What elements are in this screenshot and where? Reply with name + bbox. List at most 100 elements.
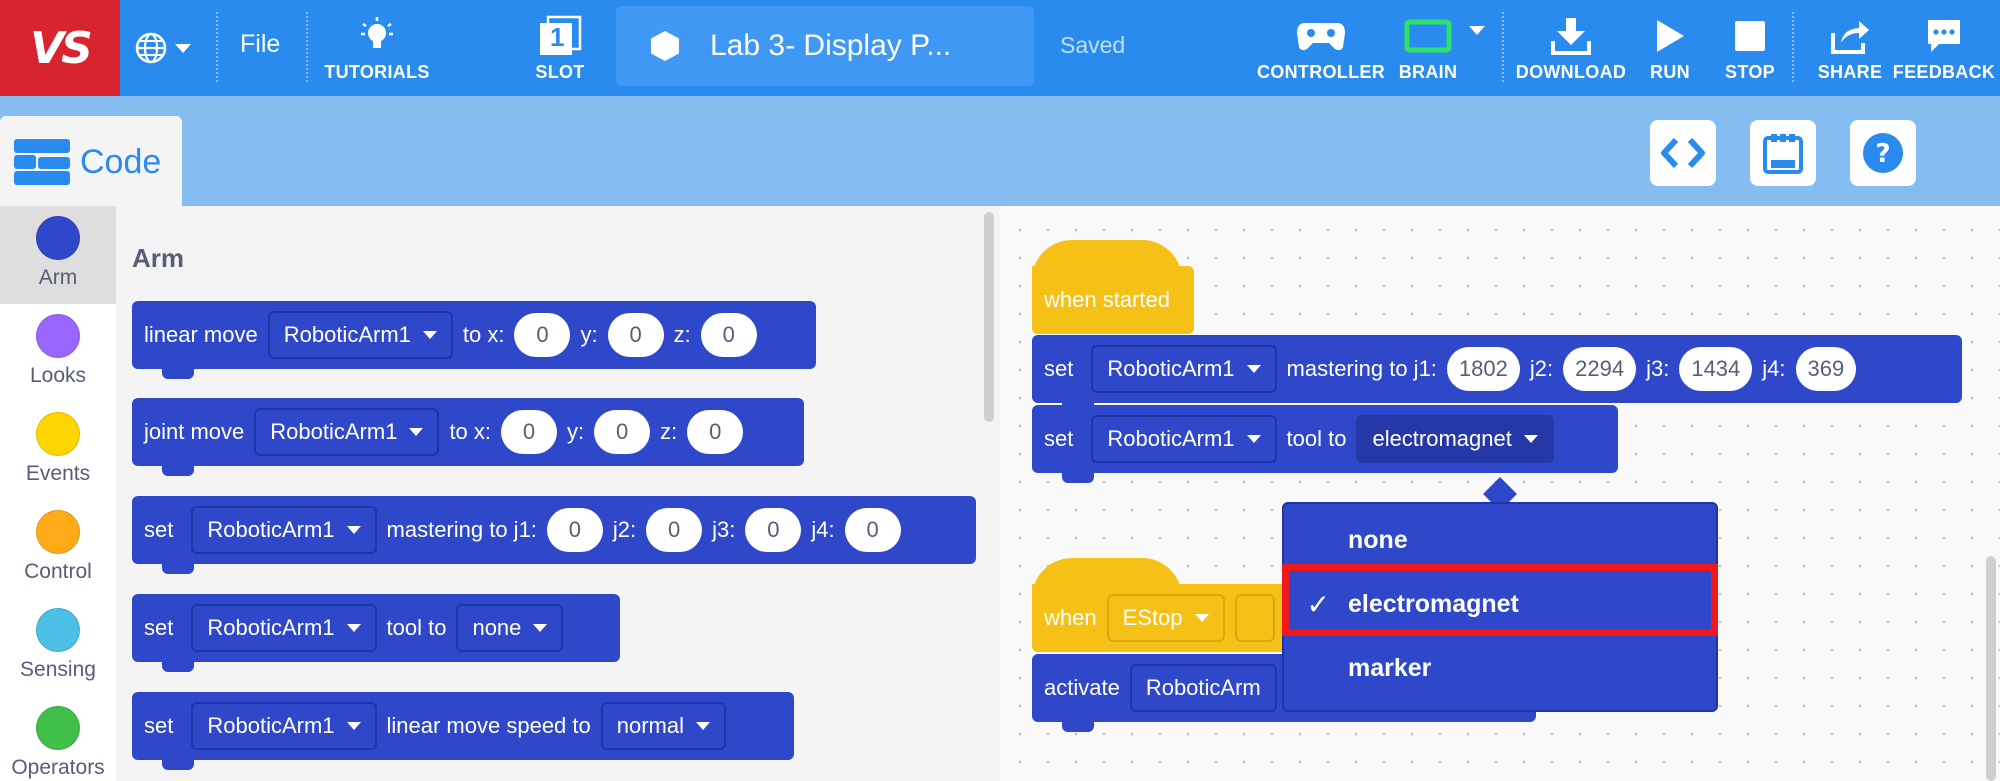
menu-option-electromagnet[interactable]: ✓ electromagnet — [1284, 574, 1716, 634]
block-text: y: — [580, 322, 598, 347]
category-arm[interactable]: Arm — [0, 206, 116, 304]
category-dot — [36, 216, 80, 260]
slot-label: SLOT — [535, 61, 585, 82]
j3-input[interactable]: 0 — [745, 508, 802, 552]
set-mastering-block[interactable]: set RoboticArm1 mastering to j1: 1802 j2… — [1032, 335, 1962, 413]
joint-move-block[interactable]: joint move RoboticArm1 to x: 0 y: 0 z: 0 — [132, 398, 804, 476]
share-button[interactable]: SHARE — [1818, 0, 1882, 96]
category-dot — [36, 608, 80, 652]
y-input[interactable]: 0 — [594, 410, 651, 454]
category-label: Sensing — [20, 658, 96, 681]
dropdown-value: RoboticArm1 — [207, 517, 335, 542]
slot-button[interactable]: 1 SLOT — [530, 0, 590, 96]
menu-option-label: none — [1348, 525, 1408, 554]
set-tool-block[interactable]: set RoboticArm1 tool to electromagnet — [1032, 405, 1618, 483]
x-input[interactable]: 0 — [501, 410, 558, 454]
caret-down-icon — [533, 624, 548, 632]
tab-code[interactable]: Code — [0, 116, 182, 208]
linear-move-block[interactable]: linear move RoboticArm1 to x: 0 y: 0 z: … — [132, 301, 816, 379]
j3-input[interactable]: 1434 — [1679, 347, 1753, 391]
block-text: set — [144, 517, 174, 542]
share-icon — [1831, 20, 1869, 54]
z-input[interactable]: 0 — [700, 313, 757, 357]
controller-button[interactable]: CONTROLLER — [1257, 0, 1385, 96]
x-input[interactable]: 0 — [514, 313, 571, 357]
set-linear-speed-block[interactable]: set RoboticArm1 linear move speed to nor… — [132, 692, 794, 770]
tool-dropdown[interactable]: none — [456, 604, 564, 652]
category-menu: Arm Looks Events Control Sensing Operato… — [0, 206, 116, 781]
arm-dropdown[interactable]: RoboticArm1 — [1091, 415, 1277, 463]
caret-down-icon — [346, 624, 361, 632]
arm-dropdown[interactable]: RoboticArm1 — [254, 408, 440, 456]
vexcode-logo[interactable]: VS — [0, 0, 120, 96]
help-button[interactable]: ? — [1850, 120, 1916, 186]
category-operators[interactable]: Operators — [0, 696, 116, 781]
block-text: z: — [660, 419, 678, 444]
palette-scrollbar[interactable] — [984, 212, 994, 422]
speed-dropdown[interactable]: normal — [600, 702, 726, 750]
caret-down-icon — [1246, 435, 1261, 443]
menu-option-none[interactable]: none — [1284, 510, 1716, 570]
code-brackets-icon — [1661, 137, 1705, 169]
set-mastering-block[interactable]: set RoboticArm1 mastering to j1: 0 j2: 0… — [132, 496, 976, 574]
selection-highlight-box — [1282, 564, 1718, 636]
category-label: Arm — [38, 266, 78, 289]
category-dot — [36, 510, 80, 554]
z-input[interactable]: 0 — [687, 410, 744, 454]
run-label: RUN — [1650, 61, 1690, 82]
when-started-block[interactable]: when started — [1032, 266, 1194, 334]
event-dropdown[interactable] — [1234, 594, 1275, 642]
toolbar-divider — [216, 12, 218, 82]
j1-input[interactable]: 0 — [546, 508, 603, 552]
block-text: set — [1044, 426, 1074, 451]
block-text: j4: — [811, 517, 835, 542]
category-sensing[interactable]: Sensing — [0, 598, 116, 696]
tool-dropdown[interactable]: electromagnet — [1356, 415, 1554, 463]
brain-button[interactable]: BRAIN — [1392, 0, 1464, 96]
download-button[interactable]: DOWNLOAD — [1512, 0, 1630, 96]
arm-dropdown[interactable]: RoboticArm1 — [191, 702, 377, 750]
arm-dropdown[interactable]: RoboticArm — [1129, 664, 1277, 712]
category-dot — [36, 412, 80, 456]
j1-input[interactable]: 1802 — [1446, 347, 1520, 391]
chevron-down-icon[interactable] — [1468, 24, 1486, 36]
event-dropdown[interactable]: EStop — [1106, 594, 1225, 642]
dropdown-value: electromagnet — [1372, 426, 1512, 451]
tutorials-button[interactable]: TUTORIALS — [324, 0, 429, 96]
stop-label: STOP — [1725, 61, 1775, 82]
y-input[interactable]: 0 — [607, 313, 664, 357]
category-control[interactable]: Control — [0, 500, 116, 598]
feedback-label: FEEDBACK — [1892, 61, 1996, 82]
project-name-field[interactable]: Lab 3- Display P... — [616, 6, 1034, 86]
arm-dropdown[interactable]: RoboticArm1 — [267, 311, 453, 359]
run-button[interactable]: RUN — [1640, 0, 1700, 96]
j4-input[interactable]: 369 — [1795, 347, 1857, 391]
j4-input[interactable]: 0 — [844, 508, 901, 552]
block-text: z: — [673, 322, 691, 347]
workspace-scrollbar[interactable] — [1986, 556, 1996, 781]
j2-input[interactable]: 0 — [646, 508, 703, 552]
category-looks[interactable]: Looks — [0, 304, 116, 402]
arm-dropdown[interactable]: RoboticArm1 — [191, 506, 377, 554]
set-tool-block[interactable]: set RoboticArm1 tool to none — [132, 594, 620, 672]
j2-input[interactable]: 2294 — [1563, 347, 1637, 391]
arm-dropdown[interactable]: RoboticArm1 — [1091, 345, 1277, 393]
devices-button[interactable] — [1750, 120, 1816, 186]
block-text: y: — [567, 419, 585, 444]
menu-option-marker[interactable]: marker — [1284, 638, 1716, 698]
feedback-button[interactable]: FEEDBACK — [1892, 0, 1996, 96]
caret-down-icon — [1246, 365, 1261, 373]
stop-button[interactable]: STOP — [1720, 0, 1780, 96]
project-name: Lab 3- Display P... — [710, 29, 952, 62]
caret-down-icon — [346, 722, 361, 730]
language-menu-button[interactable] — [134, 22, 200, 74]
code-viewer-button[interactable] — [1650, 120, 1716, 186]
brain-device-icon — [1763, 134, 1803, 174]
play-icon — [1657, 19, 1684, 52]
question-icon: ? — [1863, 133, 1903, 173]
block-text: set — [144, 615, 174, 640]
category-events[interactable]: Events — [0, 402, 116, 500]
file-menu-button[interactable]: File — [240, 30, 281, 58]
slot-icon — [540, 15, 582, 55]
arm-dropdown[interactable]: RoboticArm1 — [191, 604, 377, 652]
